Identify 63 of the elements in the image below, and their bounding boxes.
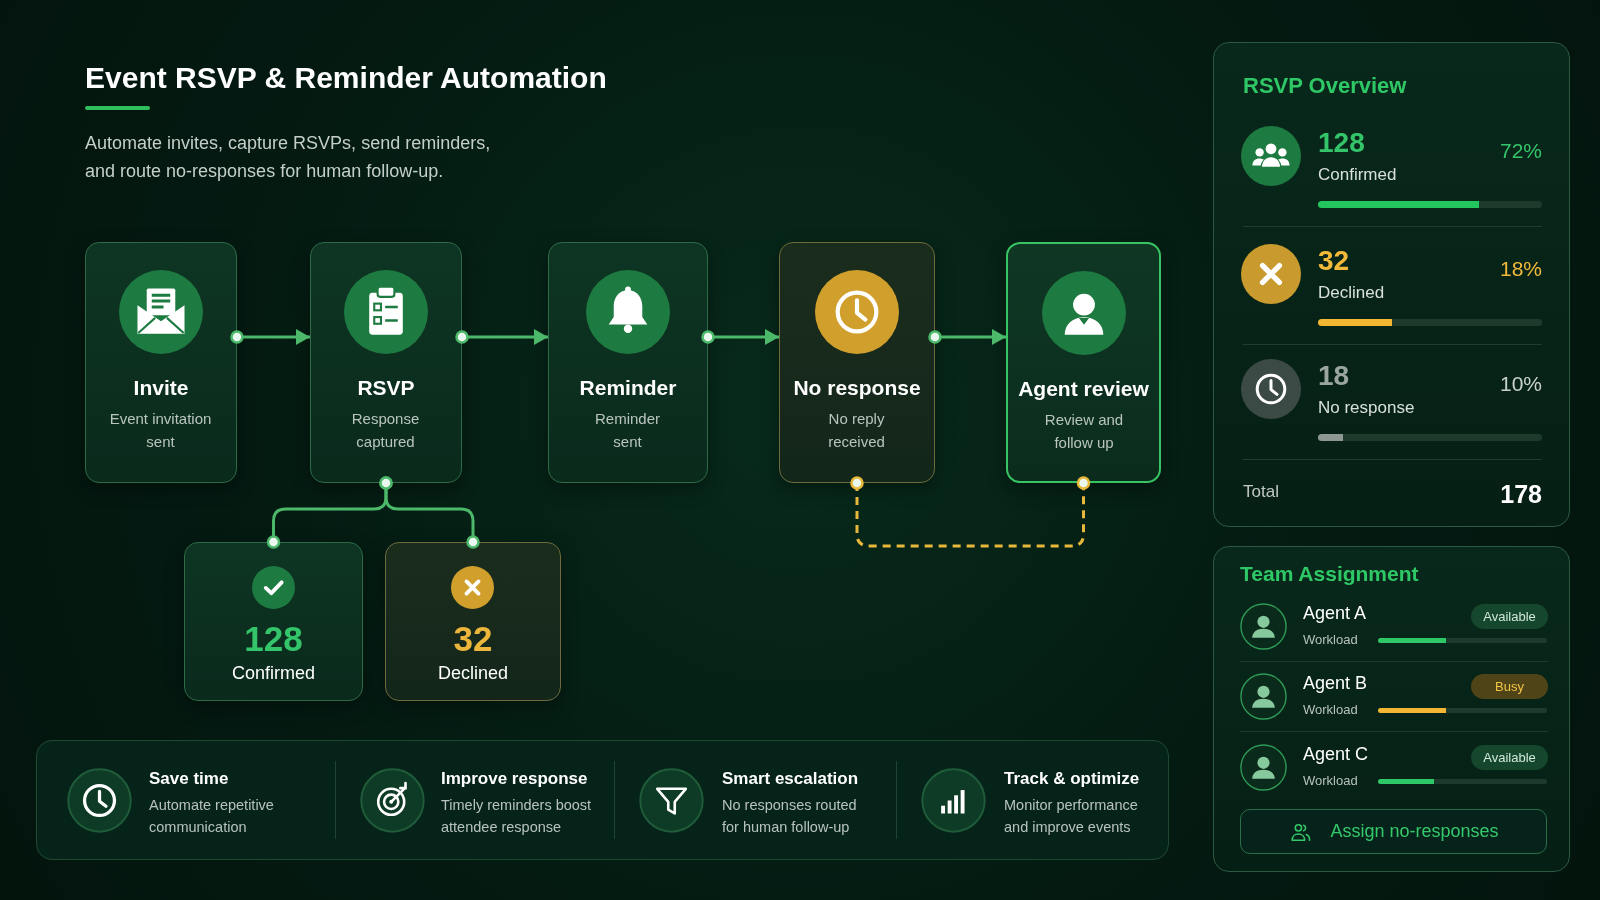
arrow [455,329,548,345]
benefit-description: Timely reminders boost attendee response [441,796,593,837]
step-description: Reminder sent [594,409,661,452]
count-value: 128 [1318,127,1365,159]
result-card [184,542,363,701]
benefit-title: Track & optimize [1004,769,1140,789]
arrow [701,329,779,345]
workload-label: Workload [1303,702,1358,718]
step-description: Response captured [350,409,421,452]
workload-label: Workload [1303,632,1358,648]
step-title: No response [792,375,922,401]
status-badge: Available [1471,604,1548,629]
benefit-title: Save time [149,769,229,789]
count-value: 128 [243,619,304,659]
step-card [779,242,935,483]
benefit-description: No responses routed for human follow-up [722,796,858,837]
step-description: Event invitation sent [108,409,213,452]
benefit-title: Smart escalation [722,769,859,789]
assign-button: Assign no-responses [1240,809,1547,854]
workload-label: Workload [1303,773,1358,789]
step-card [85,242,237,483]
step-title: RSVP [356,375,416,401]
count-value: 32 [1318,245,1350,277]
subtitle: Automate invites, capture RSVPs, send reminders, and route no-responses for human follow-up. [85,132,492,183]
agent-name: Agent B [1303,672,1368,694]
total-label: Total [1243,482,1279,502]
percent-value: 10% [1498,372,1542,396]
step-description: Review and follow up [1043,410,1125,453]
benefit-description: Monitor performance and improve events [1004,796,1139,837]
status-label: Confirmed [1318,165,1397,185]
connector-line [379,476,480,549]
team-panel [1213,546,1570,872]
panel-heading: RSVP Overview [1243,73,1407,99]
result-card [385,542,561,701]
step-card [1006,242,1161,483]
title: Event RSVP & Reminder Automation [85,60,607,96]
total-value: 178 [1499,479,1542,509]
connector-line [850,476,1091,548]
count-value: 32 [452,619,494,659]
percent-value: 18% [1498,257,1542,281]
step-title: Reminder [578,375,678,401]
status-label: Declined [1318,283,1385,303]
step-description: No reply received [827,409,886,452]
percent-value: 72% [1498,139,1542,163]
agent-name: Agent C [1303,743,1369,765]
step-title: Agent review [1017,376,1150,402]
benefits-panel [36,740,1169,860]
step-card [310,242,462,483]
result-label: Confirmed [231,662,316,684]
benefit-description: Automate repetitive communication [149,796,275,837]
step-title: Invite [132,375,190,401]
agent-name: Agent A [1303,602,1367,624]
count-value: 18 [1318,360,1350,392]
benefit-title: Improve response [441,769,588,789]
step-card [548,242,708,483]
overview-panel [1213,42,1570,527]
panel-heading: Team Assignment [1240,562,1419,586]
status-badge: Busy [1471,674,1548,699]
result-label: Declined [436,662,509,684]
arrow [928,329,1006,345]
status-label: No response [1318,398,1415,418]
arrow [230,329,310,345]
status-badge: Available [1471,745,1548,770]
